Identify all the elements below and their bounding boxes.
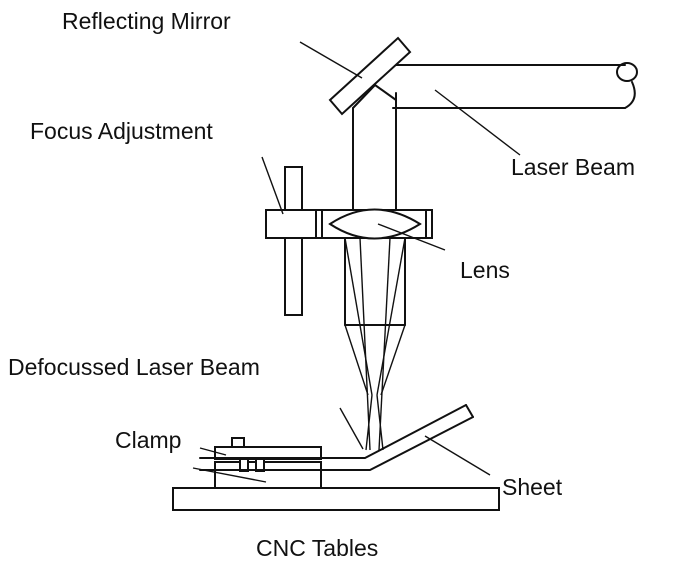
sheet bbox=[199, 404, 474, 471]
label-reflecting-mirror: Reflecting Mirror bbox=[62, 8, 231, 34]
leader-lines bbox=[192, 41, 521, 483]
focused-beam-rays bbox=[344, 237, 406, 451]
clamp-assembly bbox=[214, 437, 322, 489]
lens-cone bbox=[344, 237, 406, 326]
label-clamp: Clamp bbox=[115, 427, 182, 453]
vertical-beam-tube bbox=[352, 84, 397, 211]
label-defocussed-laser-beam: Defocussed Laser Beam bbox=[8, 354, 260, 380]
label-laser-beam: Laser Beam bbox=[511, 154, 636, 180]
label-lens: Lens bbox=[460, 257, 510, 283]
label-focus-adjustment: Focus Adjustment bbox=[30, 118, 213, 144]
laser-beam-tube bbox=[392, 62, 638, 109]
reflecting-mirror bbox=[328, 36, 412, 116]
lens-holder bbox=[315, 208, 433, 240]
label-cnc-tables: CNC Tables bbox=[256, 535, 379, 561]
focus-adjustment-post bbox=[265, 166, 317, 316]
cnc-table bbox=[172, 487, 500, 511]
label-sheet: Sheet bbox=[502, 474, 563, 500]
